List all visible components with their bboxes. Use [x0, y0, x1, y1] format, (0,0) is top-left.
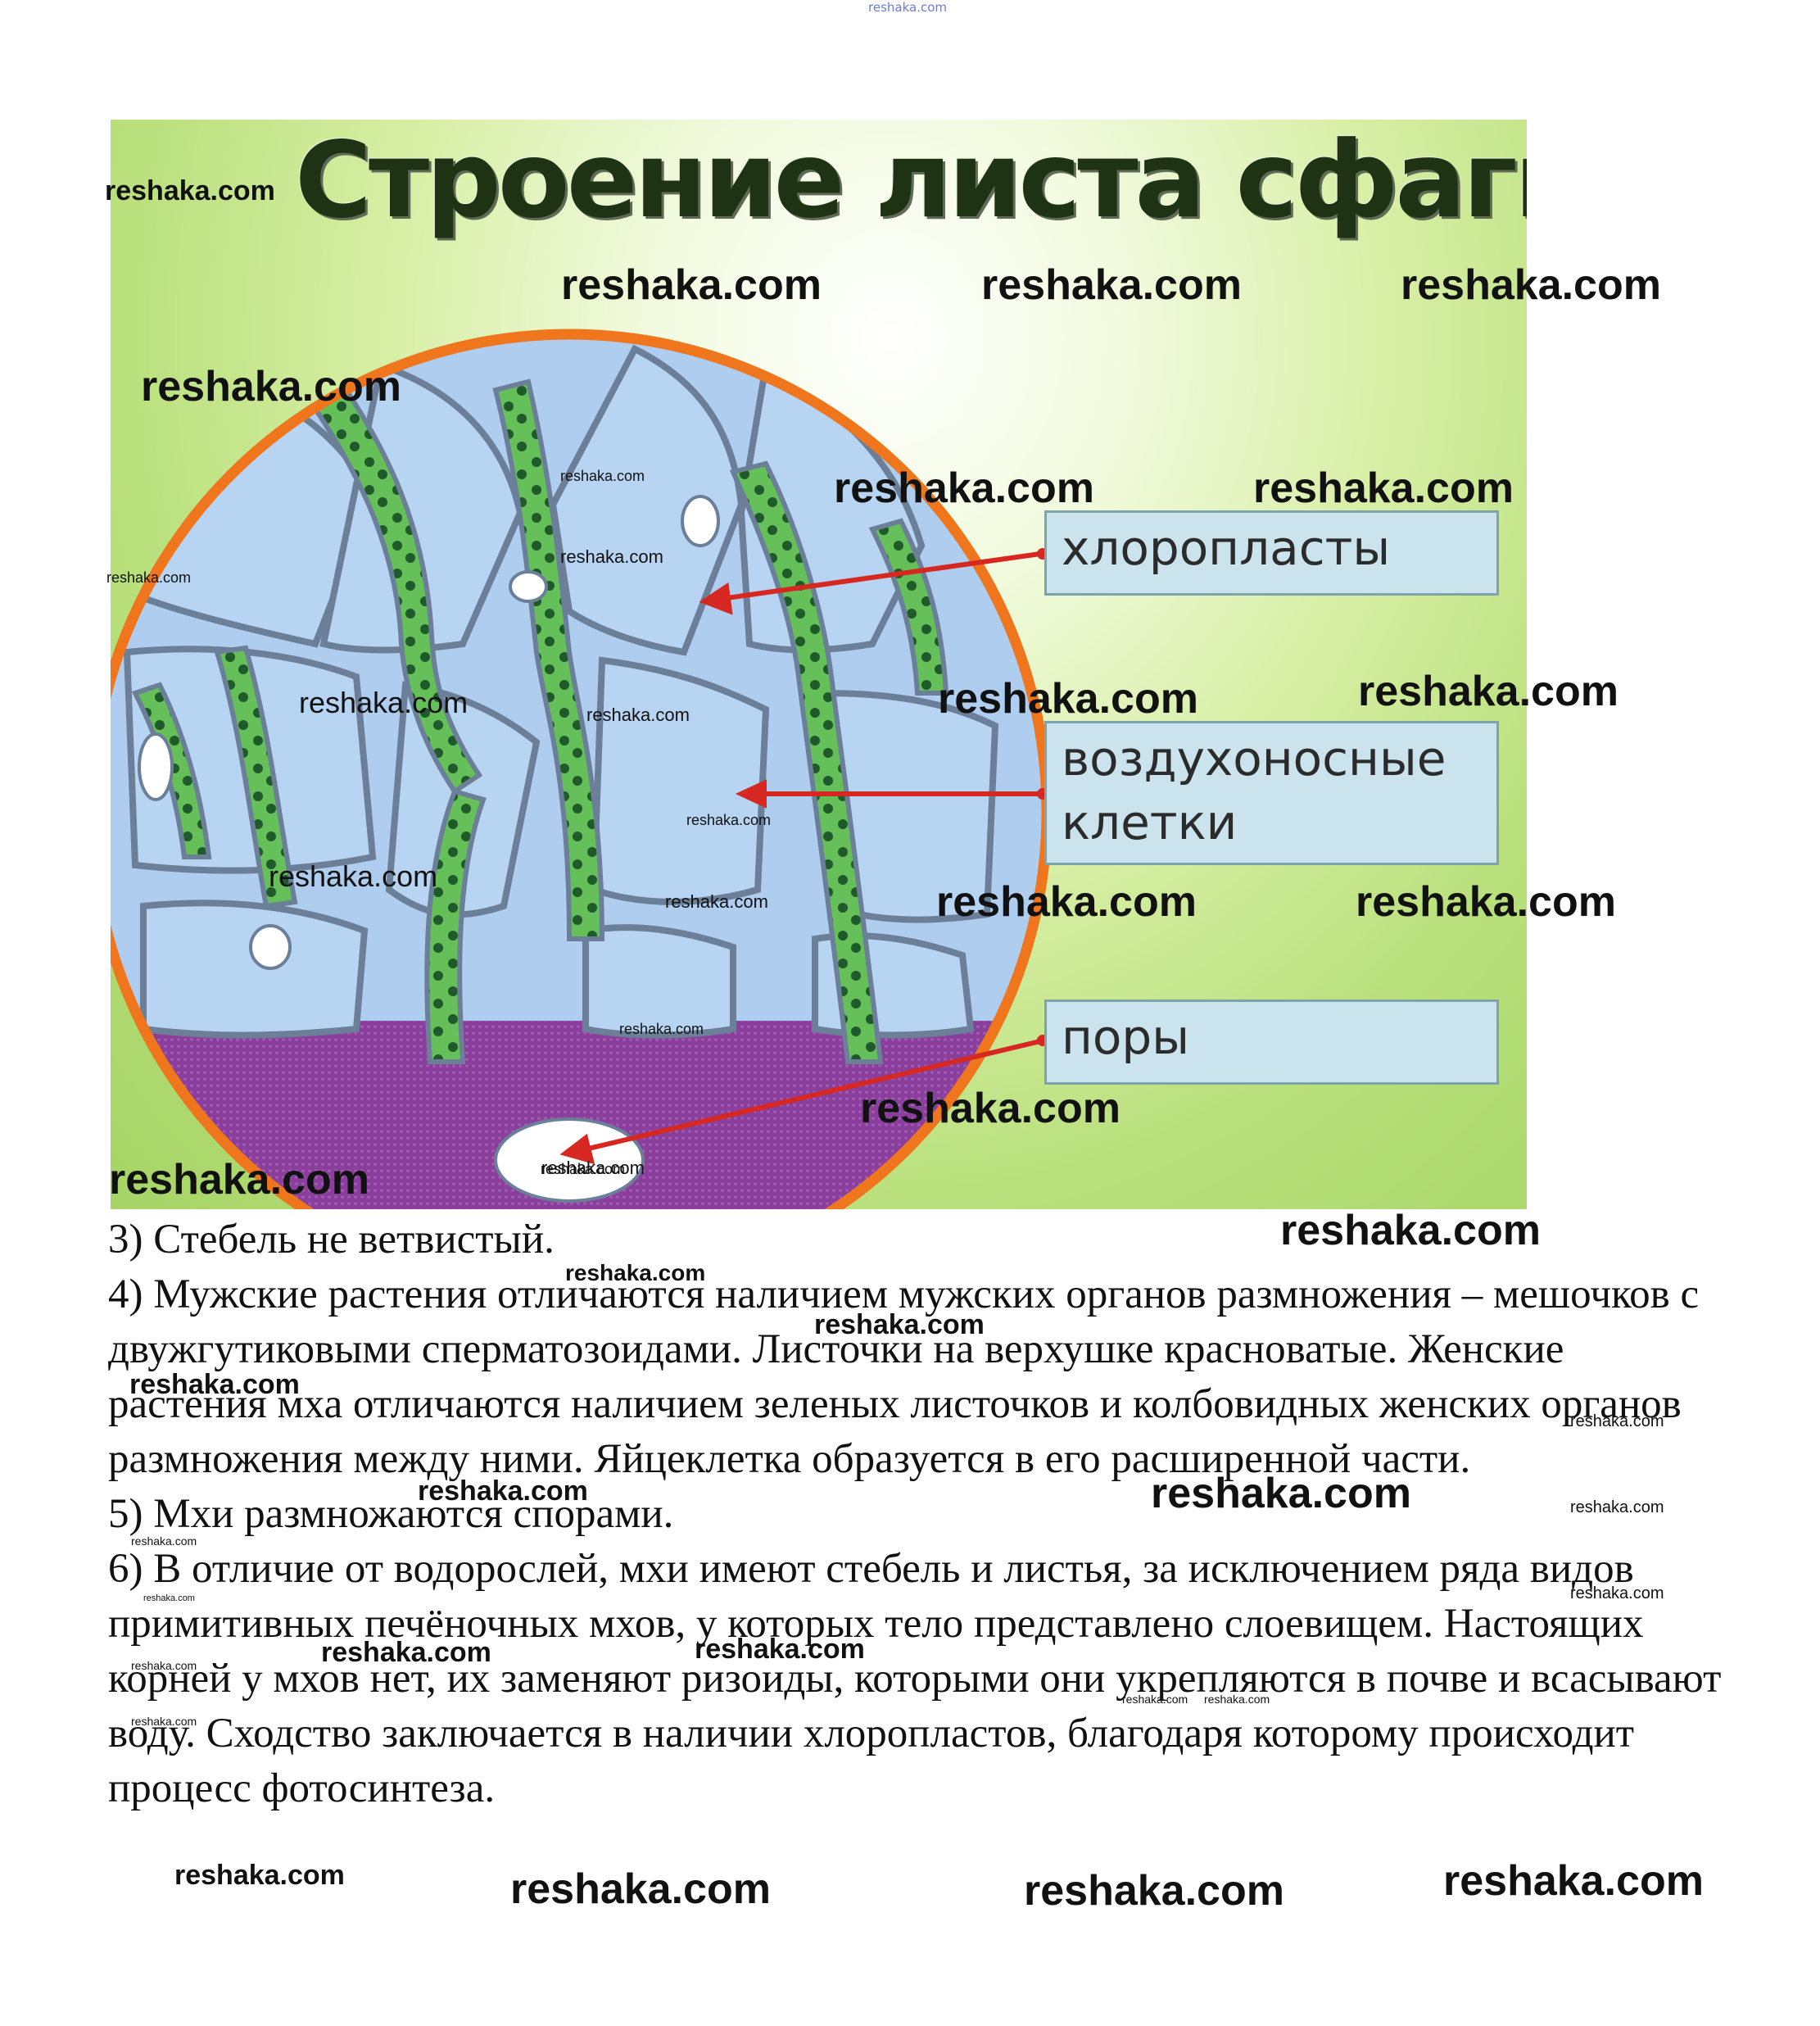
- watermark: reshaka.com: [131, 1715, 197, 1728]
- watermark: reshaka.com: [938, 675, 1198, 723]
- watermark: reshaka.com: [1570, 1584, 1664, 1602]
- watermark: reshaka.com: [1122, 1693, 1188, 1706]
- answer-text: 3) Стебель не ветвистый. 4) Мужские раст…: [108, 1212, 1730, 1816]
- paragraph-6: 6) В отличие от водорослей, мхи имеют ст…: [108, 1546, 1722, 1811]
- watermark: reshaka.com: [560, 468, 645, 484]
- watermark: reshaka.com: [1401, 261, 1661, 309]
- watermark: reshaka.com: [936, 878, 1197, 926]
- watermark: reshaka.com: [860, 1085, 1121, 1132]
- watermark: reshaka.com: [105, 175, 275, 206]
- watermark: reshaka.com: [665, 891, 768, 912]
- watermark: reshaka.com: [834, 465, 1094, 512]
- label-air-cells-line1: воздухоносные: [1062, 731, 1446, 786]
- watermark: reshaka.com: [981, 261, 1242, 309]
- label-air-cells: воздухоносные клетки: [1044, 721, 1499, 865]
- label-chloroplasts: хлоропласты: [1044, 510, 1499, 596]
- label-air-cells-line2: клетки: [1062, 795, 1238, 850]
- watermark: reshaka.com: [1280, 1207, 1541, 1254]
- watermark: reshaka.com: [418, 1475, 588, 1507]
- watermark: reshaka.com: [131, 1659, 197, 1672]
- watermark: reshaka.com: [1204, 1693, 1270, 1706]
- watermark: reshaka.com: [541, 1158, 645, 1178]
- watermark: reshaka.com: [1358, 668, 1619, 715]
- watermark: reshaka.com: [1024, 1867, 1284, 1915]
- watermark: reshaka.com: [1356, 878, 1616, 926]
- watermark: reshaka.com: [686, 812, 772, 828]
- watermark: reshaka.com: [143, 1593, 195, 1603]
- source-link[interactable]: reshaka.com: [868, 0, 947, 15]
- watermark: reshaka.com: [106, 569, 192, 586]
- watermark: reshaka.com: [619, 1021, 704, 1037]
- figure-title: Строение листа сфагнума: [295, 120, 1527, 242]
- watermark: reshaka.com: [141, 363, 401, 410]
- watermark: reshaka.com: [1253, 465, 1514, 512]
- watermark: reshaka.com: [131, 1534, 197, 1548]
- sphagnum-leaf-figure: Строение листа сфагнума хлоропласты возд…: [111, 120, 1527, 1209]
- watermark: reshaka.com: [321, 1637, 491, 1668]
- watermark: reshaka.com: [560, 546, 663, 567]
- watermark: reshaka.com: [695, 1634, 865, 1665]
- watermark: reshaka.com: [586, 705, 690, 725]
- watermark: reshaka.com: [814, 1309, 985, 1340]
- watermark: reshaka.com: [109, 1156, 369, 1203]
- watermark: reshaka.com: [1443, 1857, 1704, 1905]
- watermark: reshaka.com: [565, 1260, 706, 1285]
- watermark: reshaka.com: [541, 1161, 626, 1177]
- leaf-diagram: [111, 329, 1053, 1209]
- watermark: reshaka.com: [510, 1865, 771, 1913]
- watermark: reshaka.com: [299, 686, 469, 719]
- watermark: reshaka.com: [174, 1860, 345, 1891]
- watermark: reshaka.com: [1570, 1498, 1664, 1516]
- label-pores: поры: [1044, 999, 1499, 1085]
- watermark: reshaka.com: [1570, 1412, 1664, 1430]
- watermark: reshaka.com: [1151, 1470, 1411, 1517]
- paragraph-5: 5) Мхи размножаются спорами.: [108, 1491, 674, 1537]
- paragraph-3: 3) Стебель не ветвистый.: [108, 1217, 555, 1262]
- watermark: reshaka.com: [561, 261, 822, 309]
- paragraph-4: 4) Мужские растения отличаются наличием …: [108, 1271, 1700, 1482]
- watermark: reshaka.com: [129, 1369, 300, 1400]
- watermark: reshaka.com: [269, 859, 438, 893]
